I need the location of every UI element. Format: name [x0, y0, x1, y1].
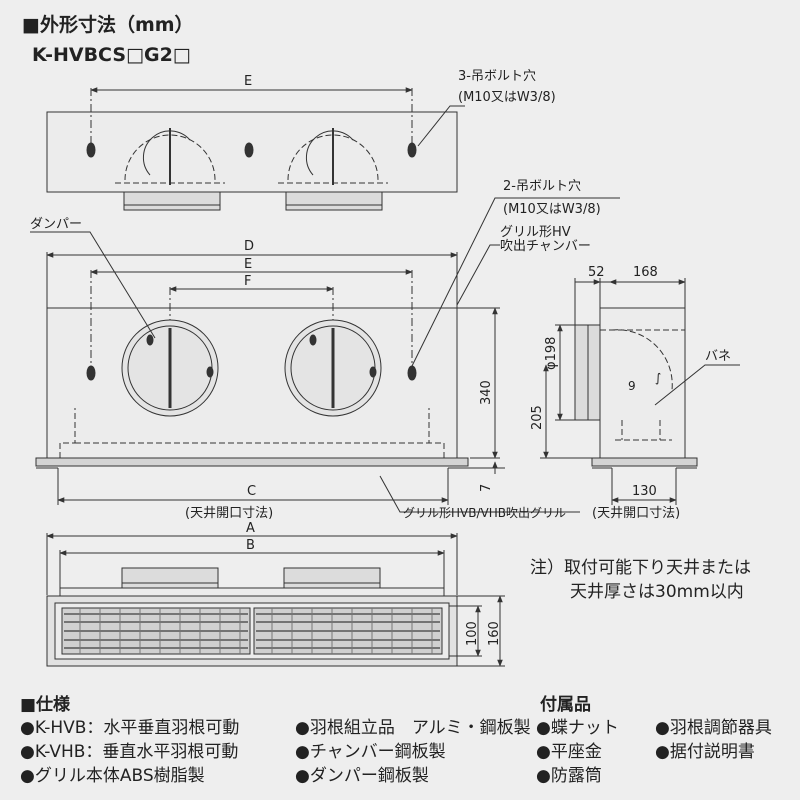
grille-label-2: 吹出チャンバー [500, 239, 591, 254]
front-dim-7: 7 [479, 484, 494, 492]
bottom-dim-160: 160 [487, 621, 502, 646]
side-dim-52: 52 [588, 265, 605, 280]
accessory-item: ●防露筒 [536, 766, 602, 786]
front-dim-f: F [244, 274, 251, 289]
top-bolt-label-2: (M10又はW3/8) [458, 90, 556, 105]
accessory-item: ●平座金 [536, 742, 602, 762]
grille-label-1: グリル形HV [500, 225, 571, 240]
note-line-1: 注）取付可能下り天井または [530, 558, 751, 578]
front-dim-d: D [244, 239, 254, 254]
note-line-2: 天井厚さは30mm以内 [570, 582, 744, 602]
bottom-dim-a: A [246, 521, 255, 536]
grille-hvb-label: グリル形HVB/VHB吹出グリル [403, 506, 566, 520]
side-dim-phi198: φ198 [544, 337, 559, 370]
front-dim-340: 340 [479, 380, 494, 405]
top-view [46, 87, 465, 211]
bottom-view [46, 533, 505, 667]
front-dim-e: E [244, 257, 252, 272]
side-dim-168: 168 [633, 265, 658, 280]
specs-title: ■仕様 [20, 695, 71, 715]
accessories-title: 付属品 [540, 695, 591, 715]
specs-col1-item: ●グリル本体ABS樹脂製 [20, 766, 205, 786]
specs-col1-item: ●K-HVB：水平垂直羽根可動 [20, 718, 240, 738]
specs-col2-item: ●ダンパー鋼板製 [295, 766, 429, 786]
accessory-item: ●据付説明書 [655, 742, 755, 762]
svg-text:9: 9 [628, 379, 636, 393]
spring-label: バネ [705, 349, 731, 364]
side-dim-205: 205 [530, 405, 545, 430]
damper-label: ダンパー [30, 217, 82, 232]
bottom-dim-b: B [246, 538, 255, 553]
accessory-item: ●羽根調節器具 [655, 718, 772, 738]
front-view [30, 197, 620, 513]
front-bolt-label-2: (M10又はW3/8) [503, 202, 601, 217]
svg-text:∫: ∫ [655, 371, 661, 385]
bottom-dim-100: 100 [465, 621, 480, 646]
front-ceiling-opening: (天井開口寸法) [185, 506, 273, 521]
specs-col2-item: ●羽根組立品 アルミ・鋼板製 [295, 718, 531, 738]
front-dim-c: C [247, 484, 256, 499]
side-dim-130: 130 [632, 484, 657, 499]
side-view: 9 ∫ [540, 278, 740, 505]
front-bolt-label-1: 2-吊ボルト穴 [503, 179, 581, 194]
page-title: ■外形寸法（mm） [22, 14, 194, 36]
specs-col2-item: ●チャンバー鋼板製 [295, 742, 446, 762]
side-ceiling-opening: (天井開口寸法) [592, 506, 680, 521]
top-dim-e: E [244, 74, 252, 89]
specs-col1-item: ●K-VHB：垂直水平羽根可動 [20, 742, 239, 762]
accessory-item: ●蝶ナット [536, 718, 619, 738]
model-number: K-HVBCS□G2□ [32, 44, 191, 66]
top-bolt-label-1: 3-吊ボルト穴 [458, 69, 536, 84]
